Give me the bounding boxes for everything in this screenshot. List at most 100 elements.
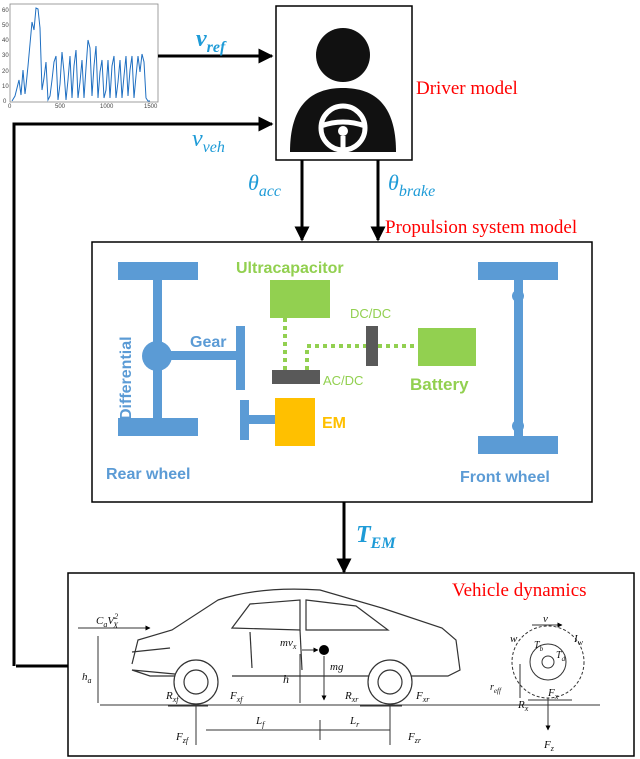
driver-icon bbox=[290, 28, 396, 153]
front-joint-icon bbox=[512, 290, 524, 302]
car-illustration bbox=[131, 588, 461, 705]
wheel-detail bbox=[511, 622, 585, 731]
rear-rim bbox=[377, 669, 403, 695]
em-block bbox=[275, 398, 315, 446]
reff-label: reff bbox=[490, 682, 502, 695]
propulsion-component-labels: Ultracapacitor Gear Differential DC/DC A… bbox=[106, 260, 550, 486]
ultracapacitor-block bbox=[270, 280, 330, 318]
rx-label: Rx bbox=[517, 699, 529, 713]
center-of-gravity-dot bbox=[319, 645, 329, 655]
driver-model-label: Driver model bbox=[416, 78, 518, 99]
battery-block bbox=[418, 328, 476, 366]
fzf-label: Fzf bbox=[175, 731, 190, 745]
vehicle-dynamics-block: Vehicle dynamics bbox=[67, 572, 635, 757]
ultracapacitor-label: Ultracapacitor bbox=[236, 260, 344, 277]
dcdc-label: DC/DC bbox=[350, 306, 391, 321]
fx-label: Fx bbox=[547, 687, 559, 701]
acdc-converter bbox=[272, 370, 320, 384]
gear-label: Gear bbox=[190, 334, 226, 351]
fxf-label: Fxf bbox=[229, 690, 244, 704]
driver-model-block: Driver model bbox=[275, 5, 518, 161]
front-wheel-bottom bbox=[478, 436, 558, 454]
power-links bbox=[283, 318, 418, 370]
rear-wheel-label: Rear wheel bbox=[106, 466, 190, 483]
plot-y-tick: 50 bbox=[2, 23, 9, 29]
td-label: Td bbox=[556, 650, 566, 663]
rear-tire bbox=[367, 659, 413, 705]
car-door-line bbox=[299, 629, 303, 671]
plot-y-tick: 60 bbox=[2, 8, 9, 14]
fxr-label: Fxr bbox=[415, 690, 430, 704]
front-axle bbox=[478, 262, 558, 454]
rxr-label: Rxr bbox=[344, 690, 359, 704]
lr-label: Lr bbox=[349, 715, 360, 729]
signal-vveh-label: vveh bbox=[192, 126, 225, 156]
plot-x-tick: 500 bbox=[55, 104, 66, 110]
propulsion-system-block: Ultracapacitor Gear Differential DC/DC A… bbox=[91, 241, 593, 503]
em-shaft-plate bbox=[240, 400, 249, 440]
plot-y-tick: 10 bbox=[2, 84, 9, 90]
front-rim bbox=[183, 669, 209, 695]
plot-y-tick: 30 bbox=[2, 53, 9, 59]
w-label: w bbox=[510, 633, 518, 645]
em-label: EM bbox=[322, 415, 346, 432]
iw-label: Iw bbox=[573, 633, 584, 647]
front-axle-shaft bbox=[514, 272, 523, 444]
signal-labels: vref vveh θacc θbrake TEM bbox=[192, 26, 435, 552]
mvx-label: mvx bbox=[280, 637, 297, 651]
differential-label: Differential bbox=[118, 336, 135, 420]
fz-label: Fz bbox=[543, 739, 555, 753]
signal-vref-label: vref bbox=[196, 26, 227, 56]
dcdc-converter bbox=[366, 326, 378, 366]
rear-wheel-bottom bbox=[118, 418, 198, 436]
wheel-detail-hub bbox=[541, 655, 555, 669]
front-tire bbox=[173, 659, 219, 705]
signal-connectors bbox=[12, 48, 386, 668]
propulsion-frame bbox=[91, 241, 593, 503]
rear-wheel-top bbox=[118, 262, 198, 280]
vehicle-dynamics-frame bbox=[67, 572, 635, 757]
signal-theta-acc-label: θacc bbox=[248, 170, 281, 200]
car-bumper-line bbox=[131, 647, 171, 653]
front-wheel-label: Front wheel bbox=[460, 469, 550, 486]
plot-y-tick: 40 bbox=[2, 38, 9, 44]
front-joint-icon bbox=[512, 420, 524, 432]
drive-shaft bbox=[157, 351, 237, 360]
dimension-lines bbox=[78, 625, 600, 745]
plot-x-tick: 1000 bbox=[100, 104, 114, 110]
rxf-label: Rxf bbox=[165, 690, 180, 704]
car-door-line bbox=[249, 631, 253, 669]
speed-profile-plot: 0 500 1000 1500 0 10 20 30 40 50 60 bbox=[2, 3, 159, 110]
ha-label: ha bbox=[82, 671, 92, 685]
plot-frame bbox=[9, 3, 159, 103]
tb-label: Tb bbox=[534, 640, 544, 653]
front-wheel-top bbox=[478, 262, 558, 280]
v-label: v bbox=[543, 613, 548, 625]
acdc-to-dcdc-link bbox=[305, 344, 366, 370]
vveh-feedback-arrow bbox=[12, 116, 274, 666]
vehicle-dynamics-label: Vehicle dynamics bbox=[452, 580, 587, 601]
gear-plate bbox=[236, 326, 245, 390]
mg-label: mg bbox=[330, 661, 344, 673]
plot-x-tick: 1500 bbox=[144, 104, 158, 110]
plot-x-tick: 0 bbox=[8, 104, 12, 110]
lf-label: Lf bbox=[255, 715, 266, 729]
car-body-outline bbox=[131, 588, 461, 677]
plot-y-tick: 0 bbox=[3, 99, 7, 105]
fzr-label: Fzr bbox=[407, 731, 422, 745]
propulsion-label: Propulsion system model bbox=[385, 217, 577, 238]
em-shaft bbox=[245, 415, 275, 424]
acdc-label: AC/DC bbox=[323, 373, 363, 388]
car-window-rear bbox=[305, 599, 390, 631]
car-window-front bbox=[230, 599, 301, 631]
signal-tem-label: TEM bbox=[356, 522, 396, 552]
signal-theta-brake-label: θbrake bbox=[388, 170, 435, 200]
h-label: h bbox=[283, 672, 289, 686]
speed-trace bbox=[11, 7, 150, 102]
battery-label: Battery bbox=[410, 375, 469, 394]
rear-axle bbox=[118, 262, 275, 440]
plot-y-tick: 20 bbox=[2, 69, 9, 75]
